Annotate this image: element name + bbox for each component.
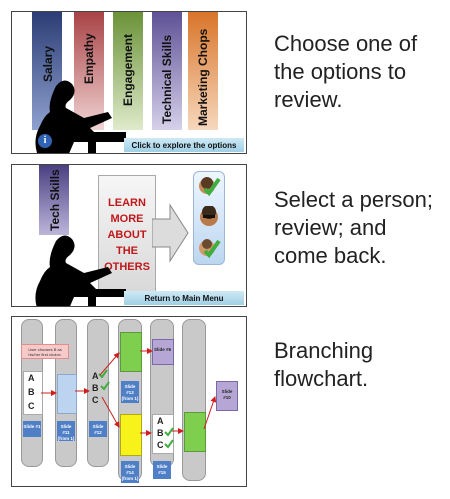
person-face-2-icon[interactable] <box>197 206 221 228</box>
caption-branching-flowchart: Branching flowchart. <box>274 338 374 391</box>
slide-label: Slide #6 <box>154 347 172 352</box>
slide-15-box: Slide #15 <box>153 461 171 479</box>
banner-label-marketing-chops: Marketing Chops <box>196 28 210 126</box>
checkmark-icon <box>164 427 174 437</box>
slide-sublabel: (from 1) <box>57 436 75 441</box>
slide-label: Slide #12 <box>92 424 104 435</box>
person-face-3-icon[interactable] <box>197 237 221 259</box>
banner-label-technical-skills: Technical Skills <box>160 34 174 124</box>
slide-label: Slide #14 <box>124 464 136 475</box>
choice-a: A <box>92 371 99 381</box>
caption-choose-option: Choose one of the options to review. <box>274 31 418 112</box>
explore-options-bar[interactable]: Click to explore the options <box>124 138 244 152</box>
choice-card <box>152 414 174 454</box>
banner-tech-skills[interactable] <box>39 165 69 235</box>
slide-sublabel: (from 1) <box>121 396 139 401</box>
flow-column <box>182 319 206 481</box>
choice-b: B <box>92 383 99 393</box>
slide-12-box: Slide #12 <box>89 421 107 437</box>
banner-marketing-chops[interactable] <box>188 12 218 130</box>
caption-select-person: Select a person; review; and come back. <box>274 187 433 268</box>
slide-thumb-green <box>184 412 206 452</box>
slide-label: Slide #10 <box>221 389 233 400</box>
choice-a: A <box>157 416 164 426</box>
slide-box-purple <box>216 381 238 411</box>
learn-more-box[interactable]: LEARN MORE ABOUT THE OTHERS <box>98 175 156 295</box>
choice-c: C <box>92 395 99 405</box>
person-face-1-icon[interactable] <box>197 175 221 197</box>
slide-sublabel: (from 1) <box>121 476 139 481</box>
choice-a: A <box>28 373 35 383</box>
tech-skills-screenshot: Tech Skills LEARN MORE ABOUT THE OTHERS … <box>11 164 247 307</box>
slide-thumb-blue <box>57 374 77 414</box>
slide-13-box: Slide #13(from 1) <box>121 381 139 403</box>
info-icon[interactable]: i <box>38 134 52 148</box>
slide-label: Slide #15 <box>156 464 168 475</box>
slide-label: Slide #1 <box>23 424 41 429</box>
branching-flowchart: User chooses B as his/her first choice. … <box>11 316 247 487</box>
banner-technical-skills[interactable] <box>152 12 182 130</box>
slide-14-box: Slide #14(from 1) <box>121 461 139 483</box>
first-choice-note: User chooses B as his/her first choice. <box>21 344 69 359</box>
choice-b: B <box>157 428 164 438</box>
person-at-desk-silhouette <box>35 80 126 153</box>
slide-label: Slide #11 <box>60 424 72 435</box>
checkmark-icon <box>164 439 174 449</box>
slide-thumb-green <box>120 332 142 372</box>
flow-arrows <box>41 348 217 436</box>
slide-label: Slide #13 <box>124 384 136 395</box>
banner-empathy[interactable] <box>74 12 104 130</box>
slide-11-box: Slide #11(from 1) <box>57 421 75 441</box>
checkmark-icon <box>100 381 110 391</box>
slide-thumb-yellow <box>120 414 142 456</box>
return-main-menu-bar[interactable]: Return to Main Menu <box>124 291 244 305</box>
choice-c: C <box>157 440 164 450</box>
right-arrow-icon <box>152 203 189 263</box>
banner-engagement[interactable] <box>113 12 143 130</box>
choice-c: C <box>28 401 35 411</box>
main-menu-screenshot: Salary Empathy Engagement Technical Skil… <box>11 11 247 154</box>
banner-label-tech-skills: Tech Skills <box>48 169 62 231</box>
choice-b: B <box>28 387 35 397</box>
slide-1-box: Slide #1 <box>23 421 41 437</box>
person-at-desk-silhouette <box>35 235 126 306</box>
